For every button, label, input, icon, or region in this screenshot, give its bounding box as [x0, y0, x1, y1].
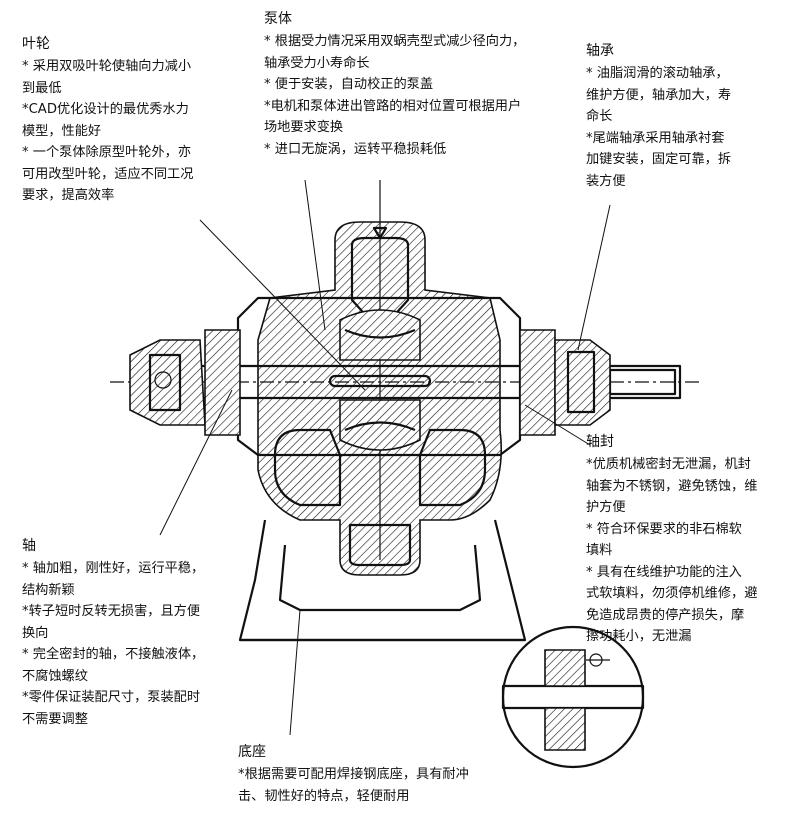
impeller-title: 叶轮	[22, 36, 50, 52]
base-title: 底座	[238, 744, 266, 760]
bearing-line: 装方便	[586, 173, 626, 189]
casing-line: 轴承受力小寿命长	[264, 55, 370, 71]
seal-callout: 轴封 *优质机械密封无泄漏，机封 轴套为不锈钢，避免锈蚀，维 护方便 * 符合环…	[586, 431, 757, 648]
bearing-callout: 轴承 * 油脂润滑的滚动轴承， 维护方便，轴承加大，寿 命长 *尾端轴承采用轴承…	[586, 40, 731, 192]
bearing-title: 轴承	[586, 43, 614, 59]
base-callout: 底座 *根据需要可配用焊接钢底座，具有耐冲 击、韧性好的特点，轻便耐用	[238, 741, 469, 807]
casing-line: 场地要求变换	[264, 120, 344, 135]
shaft-line: 结构新颖	[22, 582, 75, 598]
pump-casing	[236, 180, 522, 576]
base-line: 击、韧性好的特点，轻便耐用	[238, 788, 410, 804]
shaft-line: *零件保证装配尺寸，泵装配时	[22, 690, 201, 705]
impeller-callout: 叶轮 * 采用双吸叶轮使轴向力减小 到最低 *CAD优化设计的最优秀水力 模型，…	[22, 33, 193, 207]
shaft-line: * 轴加粗，刚性好，运行平稳，	[22, 561, 205, 576]
base-line: *根据需要可配用焊接钢底座，具有耐冲	[238, 767, 469, 782]
impeller-leader	[199, 219, 366, 391]
seal-line: 式软填料，勿须停机维修，避	[586, 586, 758, 601]
impeller	[339, 309, 421, 451]
seal-title: 轴封	[586, 434, 614, 450]
shaft-seal-detail-inset	[501, 625, 645, 769]
seal-line: 护方便	[586, 500, 626, 515]
seal-line: 免造成昂贵的停产损失，摩	[586, 607, 745, 623]
shaft-line: *转子短时反转无损害，且方便	[22, 604, 201, 619]
casing-title: 泵体	[264, 11, 292, 27]
bearing-line: 命长	[586, 109, 613, 124]
seal-line: * 具有在线维护功能的注入	[586, 564, 742, 580]
right-bearing-housing	[519, 329, 611, 436]
shaft-line: * 完全密封的轴，不接触液体，	[22, 647, 205, 662]
shaft-title: 轴	[22, 538, 36, 554]
shaft-line: 换向	[22, 625, 49, 641]
pump-foot	[238, 519, 527, 642]
left-bearing-housing	[129, 329, 241, 436]
seal-line: 轴套为不锈钢，避免锈蚀，维	[586, 478, 758, 494]
casing-line: * 进口无旋涡，运转平稳损耗低	[264, 141, 447, 157]
bearing-line: 加键安装，固定可靠，拆	[586, 152, 732, 167]
impeller-line: 可用改型叶轮，适应不同工况	[22, 166, 194, 182]
shaft-leader	[159, 389, 233, 536]
seal-line: * 符合环保要求的非石棉软	[586, 521, 742, 537]
casing-line: *电机和泵体进出管路的相对位置可根据用户	[264, 98, 522, 114]
bearing-line: 维护方便，轴承加大，寿	[586, 87, 732, 103]
seal-line: *优质机械密封无泄漏，机封	[586, 457, 751, 472]
impeller-line: 要求，提高效率	[22, 188, 115, 203]
seal-leader	[524, 404, 591, 446]
impeller-line: 到最低	[22, 80, 62, 96]
impeller-line: * 采用双吸叶轮使轴向力减小	[22, 59, 192, 74]
bearing-line: * 油脂润滑的滚动轴承，	[586, 66, 729, 81]
casing-callout: 泵体 * 根据受力情况采用双蜗壳型式减少径向力， 轴承受力小寿命长 * 便于安装…	[264, 8, 525, 160]
impeller-line: * 一个泵体除原型叶轮外，亦	[22, 145, 192, 160]
bearing-leader	[577, 204, 611, 351]
casing-leader	[304, 179, 326, 331]
casing-line: * 根据受力情况采用双蜗壳型式减少径向力，	[264, 34, 526, 49]
bearing-line: *尾端轴承采用轴承衬套	[586, 130, 725, 146]
shaft-line: 不需要调整	[22, 711, 88, 727]
impeller-line: *CAD优化设计的最优秀水力	[22, 102, 189, 117]
shaft-line: 不腐蚀螺纹	[22, 668, 88, 684]
base-leader	[289, 609, 301, 736]
casing-line: * 便于安装，自动校正的泵盖	[264, 77, 434, 92]
impeller-line: 模型，性能好	[22, 123, 102, 139]
seal-line: 填料	[586, 543, 613, 558]
seal-line: 擦功耗小，无泄漏	[586, 629, 692, 644]
shaft-callout: 轴 * 轴加粗，刚性好，运行平稳， 结构新颖 *转子短时反转无损害，且方便 换向…	[22, 535, 204, 730]
